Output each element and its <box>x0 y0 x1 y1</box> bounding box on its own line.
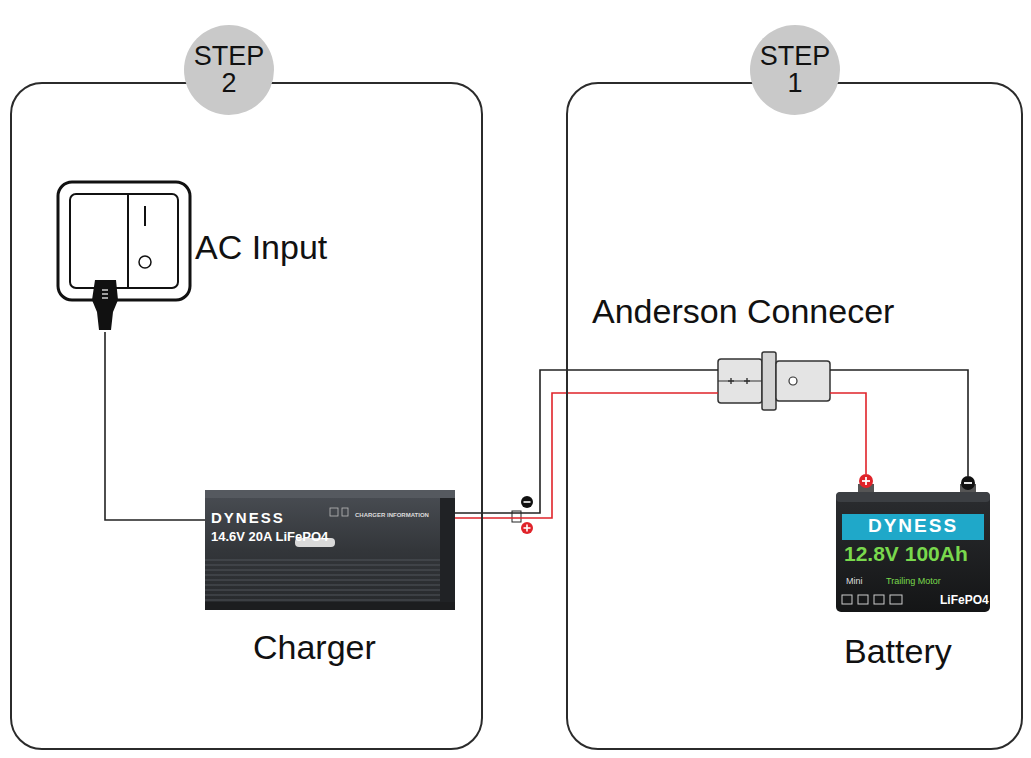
product-label: CHARGER INFORMATION <box>355 512 429 519</box>
charger-plug <box>512 496 533 534</box>
connector-node: Anderson Connecer <box>590 290 955 410</box>
step-badge: STEP 2 <box>184 25 274 115</box>
cable <box>105 332 205 520</box>
product-label: Trailing Motor <box>886 577 941 587</box>
step-number: STEP 1 <box>758 43 832 97</box>
wire <box>455 393 718 518</box>
cable <box>830 370 968 476</box>
product-label: 14.6V 20A LiFePO4 <box>211 530 328 544</box>
product-label: DYNESS <box>211 510 285 527</box>
wire <box>830 370 968 476</box>
ac-input-node: AC Input <box>48 172 348 332</box>
wire <box>830 393 866 474</box>
step-number: STEP 2 <box>192 43 266 97</box>
product-label: DYNESS <box>842 516 984 537</box>
step-panel: STEP 2AC InputChargerDYNESS14.6V 20A LiF… <box>10 82 483 750</box>
wire <box>455 370 718 513</box>
node-label: Battery <box>844 632 952 671</box>
wire <box>105 332 205 520</box>
node-label: Charger <box>253 628 376 667</box>
step-badge: STEP 1 <box>750 25 840 115</box>
node-label: AC Input <box>195 228 327 267</box>
charger-body <box>205 490 455 610</box>
charger-node: Charger DYNESS 14.6V 20A LiFePO4 CHARGER IN… <box>205 488 455 688</box>
product-label: 12.8V 100Ah <box>844 542 968 565</box>
anderson-connector <box>718 352 830 410</box>
wall-outlet <box>58 182 190 330</box>
step-panel: STEP 1Anderson ConnecerBatteryDYNESS12.8… <box>566 82 1023 750</box>
product-label: Mini <box>846 577 863 587</box>
battery-node: Battery DYNESS 12.8V 100AhMini Trailing Mot… <box>836 476 996 676</box>
node-label: Anderson Connecer <box>592 292 894 331</box>
battery-body <box>836 474 990 612</box>
cable <box>455 370 718 518</box>
product-label: LiFePO4 <box>940 594 989 607</box>
